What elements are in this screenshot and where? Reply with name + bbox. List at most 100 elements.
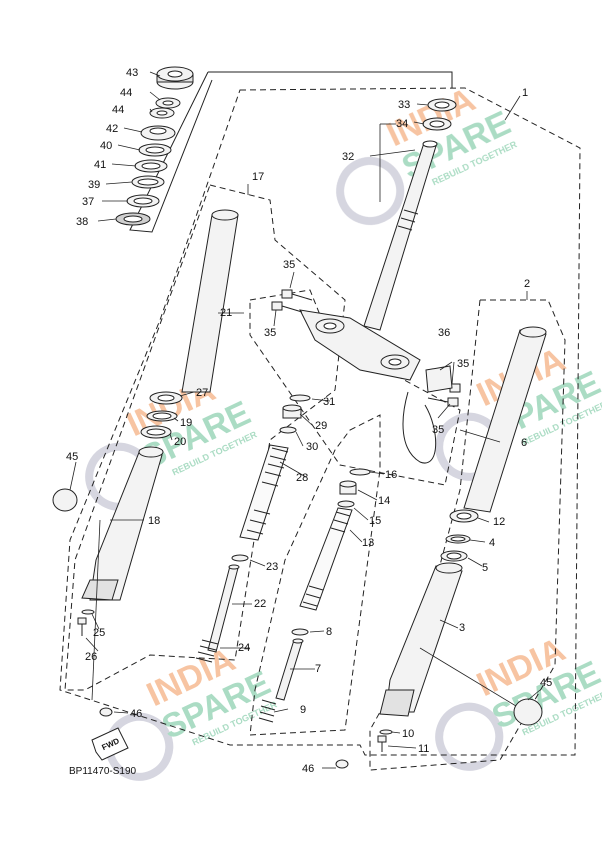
watermark-middle-left: INDIA SPARE REBUILD TOGETHER: [85, 371, 259, 511]
callout-20: 20: [174, 436, 186, 448]
part-9-spring-short: [258, 699, 277, 723]
watermark-logo-icon: [105, 712, 174, 781]
part-46-washer-left: [99, 707, 113, 717]
callout-31: 31: [323, 396, 335, 408]
part-21-inner-tube: [181, 209, 239, 393]
callout-45-a: 45: [66, 451, 78, 463]
callout-13: 13: [362, 537, 374, 549]
callout-22: 22: [254, 598, 266, 610]
callout-28: 28: [296, 472, 308, 484]
callout-41: 41: [94, 159, 106, 171]
part-10-gasket: [379, 729, 393, 735]
outline-bearing-stack: [208, 71, 453, 88]
diagram-code: BP11470-S190: [69, 766, 137, 777]
callout-44-a: 44: [120, 87, 132, 99]
callout-2: 2: [524, 278, 530, 290]
part-11-bolt: [377, 735, 387, 752]
part-46-washer-bottom: [335, 759, 349, 769]
callout-30: 30: [306, 441, 318, 453]
callout-35-d: 35: [432, 424, 444, 436]
callout-19: 19: [180, 417, 192, 429]
part-45-cap-left: [52, 488, 78, 512]
callout-45-b: 45: [540, 677, 552, 689]
callout-25: 25: [93, 627, 105, 639]
callout-40: 40: [100, 140, 112, 152]
callout-7: 7: [315, 663, 321, 675]
part-6-inner-tube: [463, 326, 547, 513]
callout-24: 24: [238, 642, 250, 654]
leader-lines: [69, 71, 541, 769]
callout-9: 9: [300, 704, 306, 716]
callout-5: 5: [482, 562, 488, 574]
parts: [52, 66, 547, 769]
part-15-ring: [337, 500, 355, 508]
callout-43: 43: [126, 67, 138, 79]
part-39-bearing: [131, 175, 165, 189]
callout-34: 34: [396, 118, 408, 130]
part-41-ball-race: [134, 159, 168, 173]
callout-12: 12: [493, 516, 505, 528]
part-22-damper-rod: [207, 564, 240, 653]
outline-steering-stem: [249, 289, 461, 486]
callout-35-a: 35: [283, 259, 295, 271]
callout-23: 23: [266, 561, 278, 573]
part-3-outer-tube: [379, 562, 463, 717]
callout-14: 14: [378, 495, 390, 507]
part-5-washer: [440, 550, 468, 562]
callout-21: 21: [220, 307, 232, 319]
callout-39: 39: [88, 179, 100, 191]
callout-8: 8: [326, 626, 332, 638]
part-43-ring-nut: [156, 66, 194, 90]
callout-35-b: 35: [264, 327, 276, 339]
callout-labels: 1 2 3 4 5 6 7 8 9 10 11 12 13 14 15 16 1…: [66, 67, 552, 775]
callout-15: 15: [369, 515, 381, 527]
part-32-steering-stem: [363, 140, 438, 331]
callout-44-b: 44: [112, 104, 124, 116]
part-27-oil-seal: [149, 391, 183, 405]
part-40-race: [138, 143, 172, 157]
part-37-race: [126, 194, 160, 208]
callout-32: 32: [342, 151, 354, 163]
outline-left-fork-17: [64, 184, 346, 691]
part-14-collar: [339, 480, 357, 495]
callout-46-a: 46: [130, 708, 142, 720]
part-35-bolt-b: [271, 301, 303, 313]
part-42-bearing-cover: [140, 125, 176, 141]
fwd-arrow-icon: FWD: [91, 727, 129, 761]
callout-27: 27: [196, 387, 208, 399]
part-26-bolt: [77, 617, 87, 636]
callout-33: 33: [398, 99, 410, 111]
part-45-cap-right: [513, 698, 543, 726]
callout-37: 37: [82, 196, 94, 208]
part-4-clip: [445, 534, 471, 544]
outline-right-inner-7: [249, 414, 381, 736]
callout-46-b: 46: [302, 763, 314, 775]
outline-assembly-1: [59, 87, 581, 756]
callout-3: 3: [459, 622, 465, 634]
callout-16: 16: [385, 469, 397, 481]
part-35-bolt-a: [281, 289, 313, 301]
part-31-clip: [289, 394, 311, 402]
part-28-spring: [239, 444, 289, 541]
callout-26: 26: [85, 651, 97, 663]
callout-4: 4: [489, 537, 495, 549]
part-38-ball-bearing: [115, 212, 151, 226]
part-24-spring-short: [195, 639, 219, 663]
part-18-outer-tube: [81, 446, 164, 601]
part-35-bolt-d: [427, 397, 459, 407]
callout-6: 6: [521, 437, 527, 449]
part-44-washer-a: [155, 97, 181, 109]
part-34-seal: [422, 117, 452, 131]
callout-35-c: 35: [457, 358, 469, 370]
part-36-clamp: [425, 365, 453, 393]
part-30-ring: [279, 426, 297, 434]
watermark-logo-icon: [336, 156, 405, 225]
callout-18: 18: [148, 515, 160, 527]
part-12-oil-seal: [449, 509, 479, 523]
callout-29: 29: [315, 420, 327, 432]
part-under-bracket: [299, 309, 421, 381]
part-29-collar: [282, 404, 302, 419]
callout-36: 36: [438, 327, 450, 339]
callout-1: 1: [522, 87, 528, 99]
